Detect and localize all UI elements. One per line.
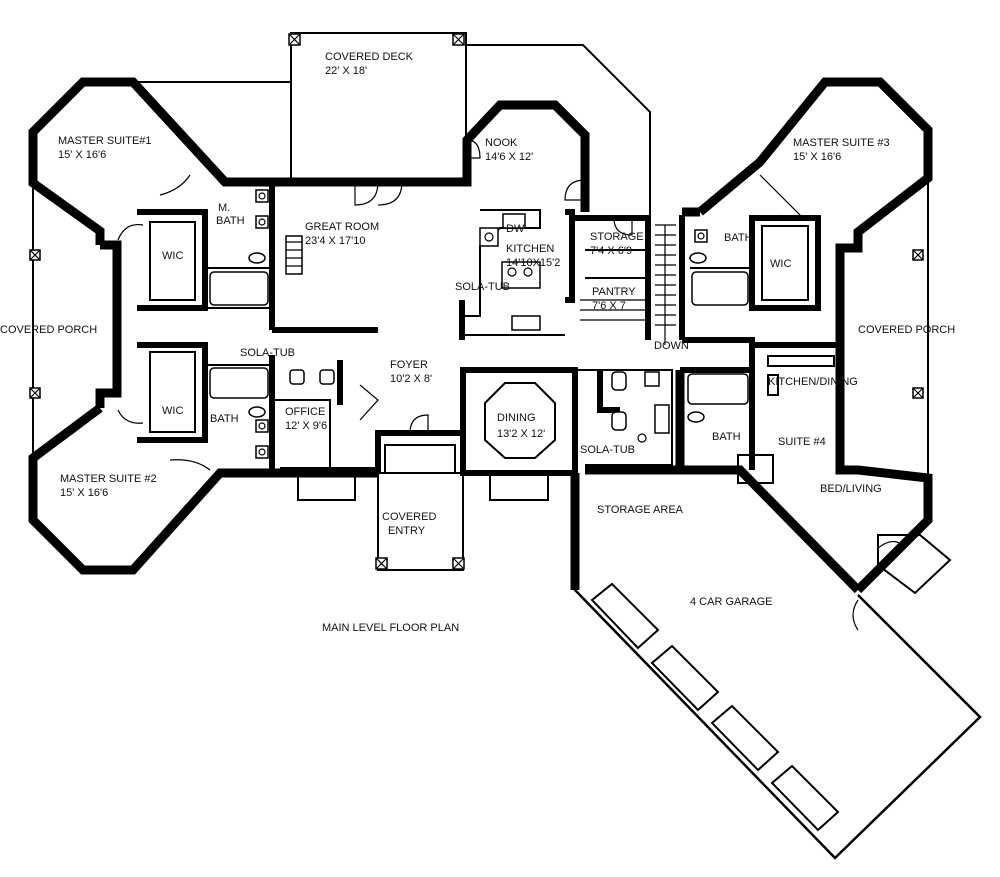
sola-tub-left-label: SOLA-TUB: [240, 347, 295, 359]
garage: [570, 473, 982, 860]
kitchen-name: KITCHEN: [506, 243, 554, 255]
office-size: 12' X 9'6: [285, 420, 327, 432]
suite4-deck: [877, 534, 952, 595]
stairs: [655, 224, 676, 345]
covered-deck-size: 22' X 18': [325, 65, 367, 77]
pantry-name: PANTRY: [592, 286, 636, 298]
dining-size: 13'2 X 12': [497, 428, 545, 440]
covered-deck-name: COVERED DECK: [325, 51, 414, 63]
dining-table: [484, 382, 556, 459]
master-suite-3-name: MASTER SUITE #3: [793, 137, 890, 149]
covered-entry-label-line2: ENTRY: [388, 525, 426, 537]
storage-area-label: STORAGE AREA: [597, 504, 684, 516]
sola-tub-kitchen-label: SOLA-TUB: [455, 281, 510, 293]
fireplace-hearth: [285, 235, 303, 275]
nook-name: NOOK: [485, 137, 518, 149]
storage-name: STORAGE: [590, 231, 644, 243]
master-suite-1-size: 15' X 16'6: [58, 149, 106, 161]
master-suite-2-name: MASTER SUITE #2: [60, 473, 157, 485]
foyer-wall: [375, 430, 466, 473]
kitchen-size: 14'10X15'2: [506, 257, 560, 269]
bathtub-left-bottom: [209, 367, 269, 399]
bathtub-left-top: [209, 271, 269, 306]
wic-right-label: WIC: [770, 258, 791, 270]
master-suite-1-name: MASTER SUITE#1: [58, 135, 152, 147]
master-suite-2-size: 15' X 16'6: [60, 487, 108, 499]
suite4-wall-south: [585, 465, 862, 594]
down-label: DOWN: [654, 340, 689, 352]
dishwasher: [502, 213, 526, 229]
bath-left-label: BATH: [210, 413, 239, 425]
sola-tub-center-label: SOLA-TUB: [580, 444, 635, 456]
front-step-right: [489, 474, 549, 501]
suite-4-label: SUITE #4: [778, 436, 826, 448]
nook-size: 14'6 X 12': [485, 151, 533, 163]
foyer-name: FOYER: [390, 359, 428, 371]
bathtub-right-top: [691, 271, 749, 306]
m-bath-label-line1: M.: [218, 202, 230, 214]
storage-size: 7'4 X 6'9: [590, 245, 632, 257]
front-step-left: [297, 474, 356, 501]
master-suite-3-wall: [697, 77, 933, 594]
covered-entry: [375, 444, 465, 571]
bath-right-top-label: BATH: [724, 232, 753, 244]
covered-porch-left-label: COVERED PORCH: [0, 324, 97, 336]
wic-top-wall: [137, 209, 208, 311]
dw-label: DW: [506, 223, 525, 235]
dining-name: DINING: [497, 412, 536, 424]
suite1-wall: [129, 78, 229, 186]
covered-porch-right-label: COVERED PORCH: [858, 324, 955, 336]
pantry-size: 7'6 X 7: [592, 300, 626, 312]
master-suite-3-size: 15' X 16'6: [793, 151, 841, 163]
garage-label: 4 CAR GARAGE: [690, 596, 773, 608]
wic-left-bottom-label: WIC: [162, 405, 183, 417]
plan-title: MAIN LEVEL FLOOR PLAN: [322, 622, 459, 634]
bathtub-suite4: [687, 373, 749, 405]
master-suite-1-wall: [28, 77, 133, 245]
wic-left-top-label: WIC: [162, 250, 183, 262]
bath-suite4-label: BATH: [712, 431, 741, 443]
porch-wall-left: [95, 240, 122, 408]
great-room-name: GREAT ROOM: [305, 221, 379, 233]
deck-railing: [466, 44, 651, 215]
great-room-size: 23'4 X 17'10: [305, 235, 365, 247]
office-name: OFFICE: [285, 406, 325, 418]
kitchen-island: [501, 261, 541, 289]
wic-bottom-wall: [137, 342, 208, 443]
m-bath-label-line2: BATH: [216, 215, 245, 227]
kitchen-counter: [462, 209, 541, 317]
bed-living-label: BED/LIVING: [820, 483, 882, 495]
covered-entry-label-line1: COVERED: [382, 511, 436, 523]
foyer-size: 10'2 X 8': [390, 373, 432, 385]
kitchen-dining-label: KITCHEN/DINING: [768, 376, 858, 388]
